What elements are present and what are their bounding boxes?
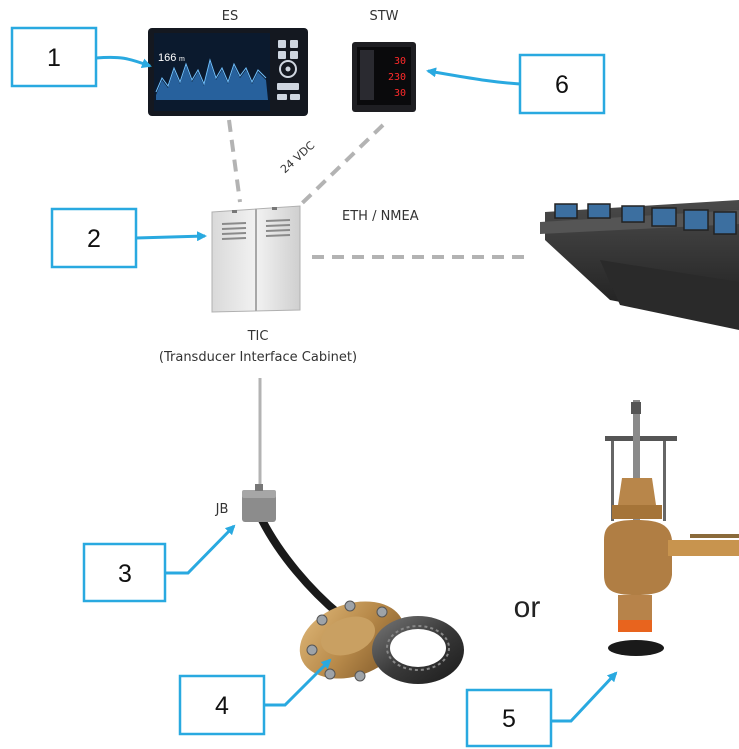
transducer-cable [258, 516, 344, 619]
callout-1-number: 1 [47, 44, 61, 72]
gate-valve-transducer [604, 400, 739, 656]
stw-readout-1: 30 [394, 56, 406, 67]
stw-readout-3: 30 [394, 88, 406, 99]
callout-arrows [95, 55, 618, 723]
es-depth-unit: m [179, 56, 185, 63]
callout-3: 3 [82, 542, 167, 603]
tic-cabinet [211, 205, 301, 313]
callout-6-number: 6 [555, 71, 569, 99]
or-label: or [514, 591, 541, 624]
stw-readout-2: 230 [388, 72, 406, 83]
callout-3-number: 3 [118, 560, 132, 588]
callout-4-number: 4 [215, 692, 229, 720]
arrow-4 [264, 658, 332, 707]
mounting-ring [372, 616, 464, 684]
arrow-6 [426, 67, 521, 86]
arrow-2 [135, 231, 207, 242]
stw-to-tic-line [291, 123, 385, 214]
arrow-3 [165, 524, 236, 575]
tic-label: TIC [247, 329, 269, 344]
arrow-5 [551, 671, 618, 723]
callout-4: 4 [178, 674, 266, 736]
junction-box [242, 484, 276, 522]
tic-full-name: (Transducer Interface Cabinet) [159, 350, 357, 365]
callout-1: 1 [10, 26, 98, 88]
vdc-label: 24 VDC [278, 139, 318, 176]
callout-6: 6 [518, 53, 606, 115]
bridge-console [540, 200, 739, 330]
jb-label: JB [215, 502, 229, 517]
callout-2: 2 [50, 207, 138, 269]
stw-label: STW [369, 9, 398, 24]
callout-5: 5 [465, 688, 553, 748]
stw-display: 30 230 30 [352, 42, 416, 112]
connection-lines [227, 119, 525, 259]
es-display: 166 m [148, 28, 308, 116]
es-label: ES [222, 9, 238, 24]
eth-nmea-label: ETH / NMEA [342, 209, 419, 224]
es-depth-readout: 166 [158, 52, 176, 64]
es-to-tic-line [227, 119, 242, 203]
arrow-1 [95, 55, 152, 68]
callout-2-number: 2 [87, 225, 101, 253]
callout-5-number: 5 [502, 705, 516, 733]
